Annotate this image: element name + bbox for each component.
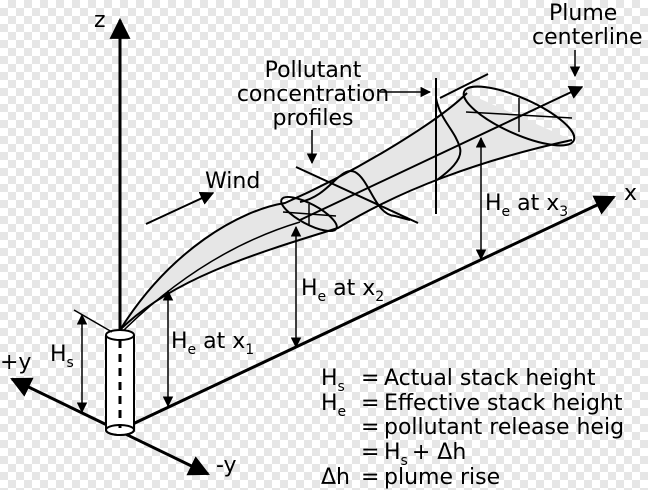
profile1-curve	[299, 170, 411, 221]
legend-row2-symbol: He	[321, 391, 346, 420]
plume-upper-edge	[119, 92, 468, 331]
plume-lower-edge	[119, 139, 573, 331]
profiles-label-3: profiles	[273, 106, 354, 131]
plus-y-label: +y	[0, 350, 31, 375]
legend-row2-eq: =	[361, 391, 379, 416]
plume-body	[120, 93, 572, 330]
centerline-arrow	[299, 86, 584, 221]
legend-row1-text: Actual stack height	[384, 366, 596, 391]
profile1-axis	[295, 166, 419, 224]
plume-section-x1	[280, 195, 338, 233]
legend-row2-text: Effective stack height	[384, 391, 623, 416]
legend-row5-text: plume rise	[384, 465, 500, 490]
plume-inner-edge	[123, 221, 301, 331]
legend-row3-text: pollutant release heig	[384, 415, 624, 440]
legend-row5-eq: =	[361, 465, 379, 490]
wind-label: Wind	[205, 169, 260, 194]
plume-section-x3	[462, 85, 576, 147]
z-axis-label: z	[94, 8, 106, 33]
plume-centerline-label-1: Plume	[549, 1, 617, 26]
legend-row3-eq: =	[361, 415, 379, 440]
stack-top-tick	[73, 309, 113, 333]
x-axis-label: x	[624, 181, 637, 206]
wind-arrow	[145, 191, 215, 225]
he-x1-label: He at x1	[171, 329, 254, 358]
legend-row1-eq: =	[361, 366, 379, 391]
legend-row4-text: Hs+ Δh	[384, 440, 466, 469]
legend: Hs = Actual stack height He = Effective …	[321, 366, 624, 490]
hs-label: Hs	[50, 342, 74, 371]
legend-row5-symbol: Δh	[321, 465, 350, 490]
profile-connector	[439, 73, 489, 99]
legend-row1-symbol: Hs	[321, 366, 345, 395]
minus-y-label: -y	[216, 453, 237, 478]
legend-row4-eq: =	[361, 440, 379, 465]
profiles-label-2: concentration	[237, 82, 389, 107]
he-x2-label: He at x2	[301, 276, 384, 305]
profiles-label-1: Pollutant	[265, 58, 362, 83]
plume-centerline-label-2: centerline	[532, 25, 642, 50]
profile2-curve	[435, 97, 462, 181]
he-x3-label: He at x3	[485, 191, 568, 220]
